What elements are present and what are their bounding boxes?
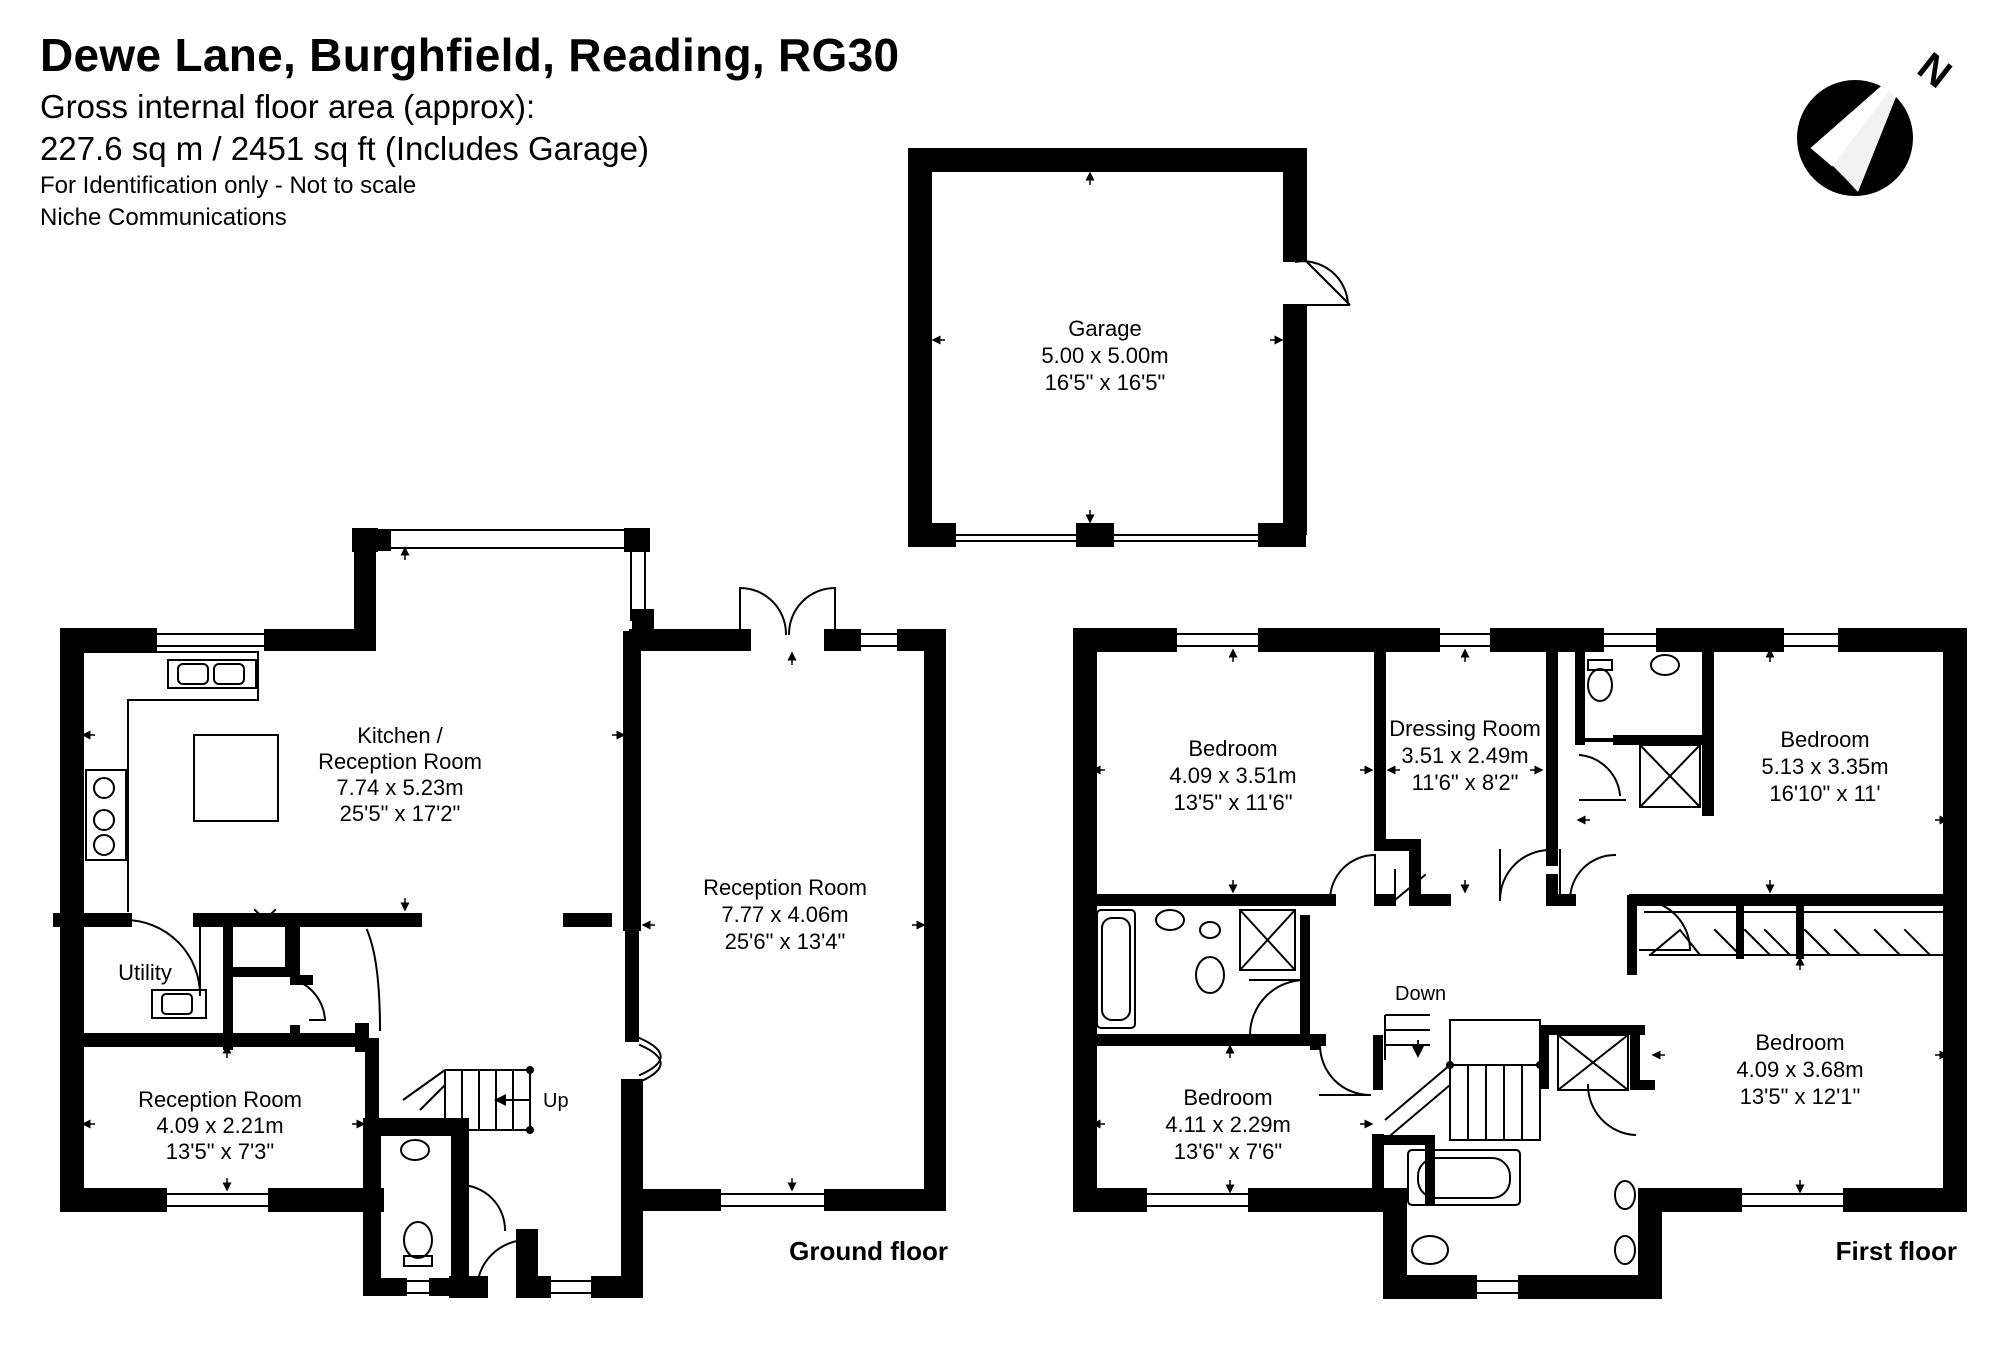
garage-dimension-arrows	[931, 171, 1284, 524]
bedroom3-imperial: 13'6" x 7'6"	[1174, 1139, 1282, 1164]
bedroom2-label: Bedroom 5.13 x 3.35m 16'10" x 11'	[1761, 727, 1888, 806]
kitchen-metric: 7.74 x 5.23m	[336, 775, 463, 800]
ground-stairs	[402, 1066, 534, 1134]
dressing-room-metric: 3.51 x 2.49m	[1401, 743, 1528, 768]
bedroom1-imperial: 13'5" x 11'6"	[1173, 790, 1292, 815]
ground-floor-label: Ground floor	[789, 1236, 948, 1266]
kitchen-worktop	[84, 651, 279, 912]
utility-name: Utility	[118, 960, 172, 985]
bedroom3-metric: 4.11 x 2.29m	[1165, 1112, 1291, 1137]
first-floor-label: First floor	[1836, 1236, 1957, 1266]
bedroom2-name: Bedroom	[1780, 727, 1869, 752]
garage-structure	[908, 148, 1351, 547]
ground-floor-walls	[53, 528, 946, 1298]
bath-icon	[1096, 909, 1136, 1029]
agent-name: Niche Communications	[40, 204, 287, 231]
reception-large-name: Reception Room	[703, 875, 867, 900]
bedroom4-metric: 4.09 x 3.68m	[1736, 1057, 1863, 1082]
reception-large-metric: 7.77 x 4.06m	[721, 902, 848, 927]
bedroom3-name: Bedroom	[1183, 1085, 1272, 1110]
dressing-room-label: Dressing Room 3.51 x 2.49m 11'6" x 8'2"	[1389, 716, 1541, 795]
bedroom2-metric: 5.13 x 3.35m	[1761, 754, 1888, 779]
utility-label: Utility	[118, 960, 172, 985]
page-title: Dewe Lane, Burghfield, Reading, RG30	[40, 29, 900, 81]
kitchen-island	[193, 734, 279, 822]
bedroom4-label: Bedroom 4.09 x 3.68m 13'5" x 12'1"	[1736, 1030, 1863, 1109]
dressing-room-imperial: 11'6" x 8'2"	[1412, 770, 1519, 795]
ground-dimension-arrows	[81, 546, 926, 1192]
reception-small-label: Reception Room 4.09 x 2.21m 13'5" x 7'3"	[138, 1087, 302, 1164]
kitchen-label: Kitchen / Reception Room 7.74 x 5.23m 25…	[318, 723, 482, 826]
bedroom1-label: Bedroom 4.09 x 3.51m 13'5" x 11'6"	[1169, 736, 1296, 815]
garage-imperial: 16'5" x 16'5"	[1045, 370, 1166, 395]
first-floor-fittings	[1096, 654, 1701, 1268]
dressing-room-name: Dressing Room	[1389, 716, 1541, 741]
bedroom4-imperial: 13'5" x 12'1"	[1740, 1084, 1861, 1109]
reception-small-name: Reception Room	[138, 1087, 302, 1112]
disclaimer: For Identification only - Not to scale	[40, 172, 417, 199]
garage-metric: 5.00 x 5.00m	[1041, 343, 1168, 368]
bathtub-icon	[1407, 1149, 1521, 1206]
compass-label: N	[1909, 44, 1959, 96]
first-dimension-arrows	[1091, 648, 1949, 1194]
stairs-down-label: Down	[1395, 983, 1446, 1005]
bedroom2-imperial: 16'10" x 11'	[1769, 781, 1880, 806]
bedroom3-label: Bedroom 4.11 x 2.29m 13'6" x 7'6"	[1165, 1085, 1291, 1164]
bathroom-shower-icon	[1557, 1034, 1629, 1091]
garage-label: Garage 5.00 x 5.00m 16'5" x 16'5"	[1041, 316, 1168, 395]
area-value: 227.6 sq m / 2451 sq ft (Includes Garage…	[40, 130, 650, 167]
compass-icon: N	[1797, 44, 1959, 196]
kitchen-name-line2: Reception Room	[318, 749, 482, 774]
stairs-up-label: Up	[543, 1090, 569, 1112]
ground-wc-fittings	[400, 1139, 433, 1267]
bedroom4-name: Bedroom	[1755, 1030, 1844, 1055]
area-label: Gross internal floor area (approx):	[40, 88, 536, 125]
bedroom1-metric: 4.09 x 3.51m	[1169, 763, 1296, 788]
bedroom1-name: Bedroom	[1188, 736, 1277, 761]
first-stairs	[1384, 1014, 1544, 1141]
reception-large-imperial: 25'6" x 13'4"	[725, 929, 846, 954]
kitchen-name-line1: Kitchen /	[357, 723, 443, 748]
reception-large-label: Reception Room 7.77 x 4.06m 25'6" x 13'4…	[703, 875, 867, 954]
garage-name: Garage	[1068, 316, 1141, 341]
reception-small-metric: 4.09 x 2.21m	[156, 1113, 283, 1138]
shower-icon	[1239, 909, 1296, 971]
kitchen-imperial: 25'5" x 17'2"	[340, 801, 461, 826]
ensuite-shower-icon	[1639, 744, 1701, 808]
utility-sink	[151, 989, 207, 1019]
reception-small-imperial: 13'5" x 7'3"	[166, 1139, 274, 1164]
